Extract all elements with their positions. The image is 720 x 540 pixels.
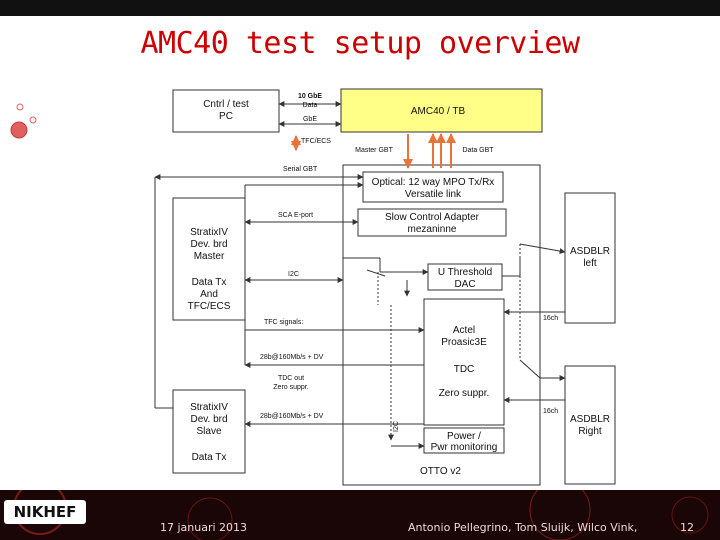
asdblr-left-label-1: ASDBLR xyxy=(570,246,610,257)
stratix-master-line: StratixIV xyxy=(190,227,228,238)
optical-label-2: Versatile link xyxy=(405,189,462,200)
stratix-master-line: Data Tx xyxy=(192,277,227,288)
link-28b-1-label: 28b@160Mb/s + DV xyxy=(260,354,324,361)
u-threshold-label-2: DAC xyxy=(454,279,475,290)
logo-text: NIKHEF xyxy=(13,503,77,521)
power-box xyxy=(423,427,505,454)
gbe-label: GbE xyxy=(303,116,317,123)
ch16a-label: 16ch xyxy=(543,315,558,322)
tdc-out-label-2: Zero suppr. xyxy=(273,384,308,391)
footer-bar xyxy=(0,490,720,540)
i2c-label: I2C xyxy=(288,271,299,278)
asdblr-right-label-1: ASDBLR xyxy=(570,414,610,425)
asdblr-right-label-2: Right xyxy=(578,426,602,437)
asdblr-right-box xyxy=(564,365,616,485)
ch16b-label: 16ch xyxy=(543,408,558,415)
sca-eport-label: SCA E-port xyxy=(278,212,313,219)
sca-box xyxy=(357,208,507,237)
sca-label-2: mezaninne xyxy=(408,224,457,235)
stratix-master-label: StratixIV Dev. brd Master Data Tx And TF… xyxy=(188,227,231,312)
asdblr-left-label-2: left xyxy=(583,258,597,269)
ctrl-pc-label-2: PC xyxy=(219,111,233,122)
decor-circles xyxy=(10,103,37,139)
data-gbt-label: Data GBT xyxy=(462,147,494,154)
top-decor-bar xyxy=(0,0,720,16)
link-28b-2-label: 28b@160Mb/s + DV xyxy=(260,413,324,420)
page-number: 12 xyxy=(680,521,694,534)
tdc-label: TDC xyxy=(454,364,475,375)
power-label-1: Power / xyxy=(447,431,481,442)
otto-label: OTTO v2 xyxy=(420,466,461,477)
u-threshold-label-1: U Threshold xyxy=(438,267,492,278)
tfc-signals-label: TFC signals: xyxy=(264,319,303,326)
nikhef-logo: NIKHEF xyxy=(4,500,86,524)
stratix-slave-line: Slave xyxy=(196,426,221,437)
stratix-master-box xyxy=(172,197,246,321)
tdc-out-label-1: TDC out xyxy=(278,375,304,382)
slide-title: AMC40 test setup overview xyxy=(140,26,580,61)
master-gbt-label: Master GBT xyxy=(355,147,393,154)
serial-gbt-label: Serial GBT xyxy=(283,166,318,173)
actel-box xyxy=(423,298,505,426)
stratix-master-line: And xyxy=(200,289,218,300)
footer-authors: Antonio Pellegrino, Tom Sluijk, Wilco Vi… xyxy=(408,521,638,534)
stratix-slave-box xyxy=(172,389,246,474)
stratix-slave-line: Data Tx xyxy=(192,452,227,463)
ctrl-pc-label-1: Cntrl / test xyxy=(203,99,249,110)
sca-label-1: Slow Control Adapter xyxy=(385,212,480,223)
stratix-master-line: Dev. brd xyxy=(190,239,227,250)
optical-box xyxy=(362,171,504,203)
stratix-slave-line: Dev. brd xyxy=(190,414,227,425)
footer-date: 17 januari 2013 xyxy=(160,521,248,534)
ctrl-pc-box xyxy=(172,89,280,133)
zero-suppr-label: Zero suppr. xyxy=(439,388,490,399)
amc40-box xyxy=(340,88,543,133)
data-label: Data xyxy=(303,102,318,109)
tfc-ecs-label: TFC/ECS xyxy=(301,138,331,145)
stratix-slave-line: StratixIV xyxy=(190,402,228,413)
asdblr-left-box xyxy=(564,192,616,324)
u-threshold-box xyxy=(427,263,503,291)
gbe10-label: 10 GbE xyxy=(298,93,322,100)
amc40-label: AMC40 / TB xyxy=(411,106,466,117)
power-label-2: Pwr monitoring xyxy=(431,442,498,453)
optical-label-1: Optical: 12 way MPO Tx/Rx xyxy=(372,177,495,188)
actel-label-2: Proasic3E xyxy=(441,337,487,348)
stratix-master-line: Master xyxy=(194,251,225,262)
stratix-master-line: TFC/ECS xyxy=(188,301,231,312)
actel-label-1: Actel xyxy=(453,325,475,336)
i2c-vertical-label: I2C xyxy=(393,421,400,432)
